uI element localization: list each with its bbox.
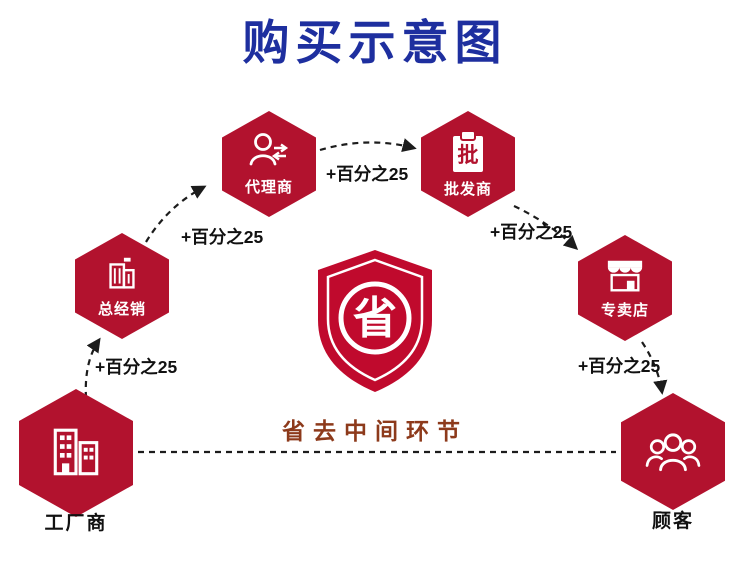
percent-label-4: +百分之25 — [490, 222, 573, 242]
node-customer-label: 顾客 — [651, 511, 694, 532]
agent-person-transfer-icon — [249, 133, 289, 166]
storefront-icon — [607, 260, 643, 292]
node-customer — [621, 393, 725, 510]
wholesale-clipboard-icon: 批 — [453, 130, 483, 172]
percent-label-2: +百分之25 — [181, 227, 264, 247]
node-factory — [19, 389, 133, 517]
save-shield-icon: 省 — [318, 250, 432, 392]
node-store-label: 专卖店 — [600, 302, 649, 319]
percent-label-3: +百分之25 — [326, 164, 409, 184]
percent-label-5: +百分之25 — [578, 356, 661, 376]
node-wholesaler-label: 批发商 — [443, 181, 492, 198]
node-wholesaler: 批 批发商 — [421, 111, 515, 217]
factory-buildings-icon — [53, 428, 99, 476]
node-factory-label: 工厂商 — [44, 513, 108, 534]
center-caption: 省去中间环节 — [282, 418, 468, 444]
node-distributor-label: 总经销 — [97, 301, 146, 318]
wholesale-icon-char: 批 — [458, 144, 479, 167]
node-agent: 代理商 — [222, 111, 316, 217]
node-store: 专卖店 — [578, 235, 672, 341]
customers-group-icon — [645, 432, 701, 471]
arrow-agent-to-wholesaler — [319, 138, 417, 153]
shield-character: 省 — [353, 294, 397, 343]
office-building-icon — [109, 257, 135, 289]
node-distributor: 总经销 — [75, 233, 169, 339]
percent-label-1: +百分之25 — [95, 357, 178, 377]
node-agent-label: 代理商 — [244, 179, 293, 196]
page-title: 购买示意图 — [242, 16, 508, 69]
